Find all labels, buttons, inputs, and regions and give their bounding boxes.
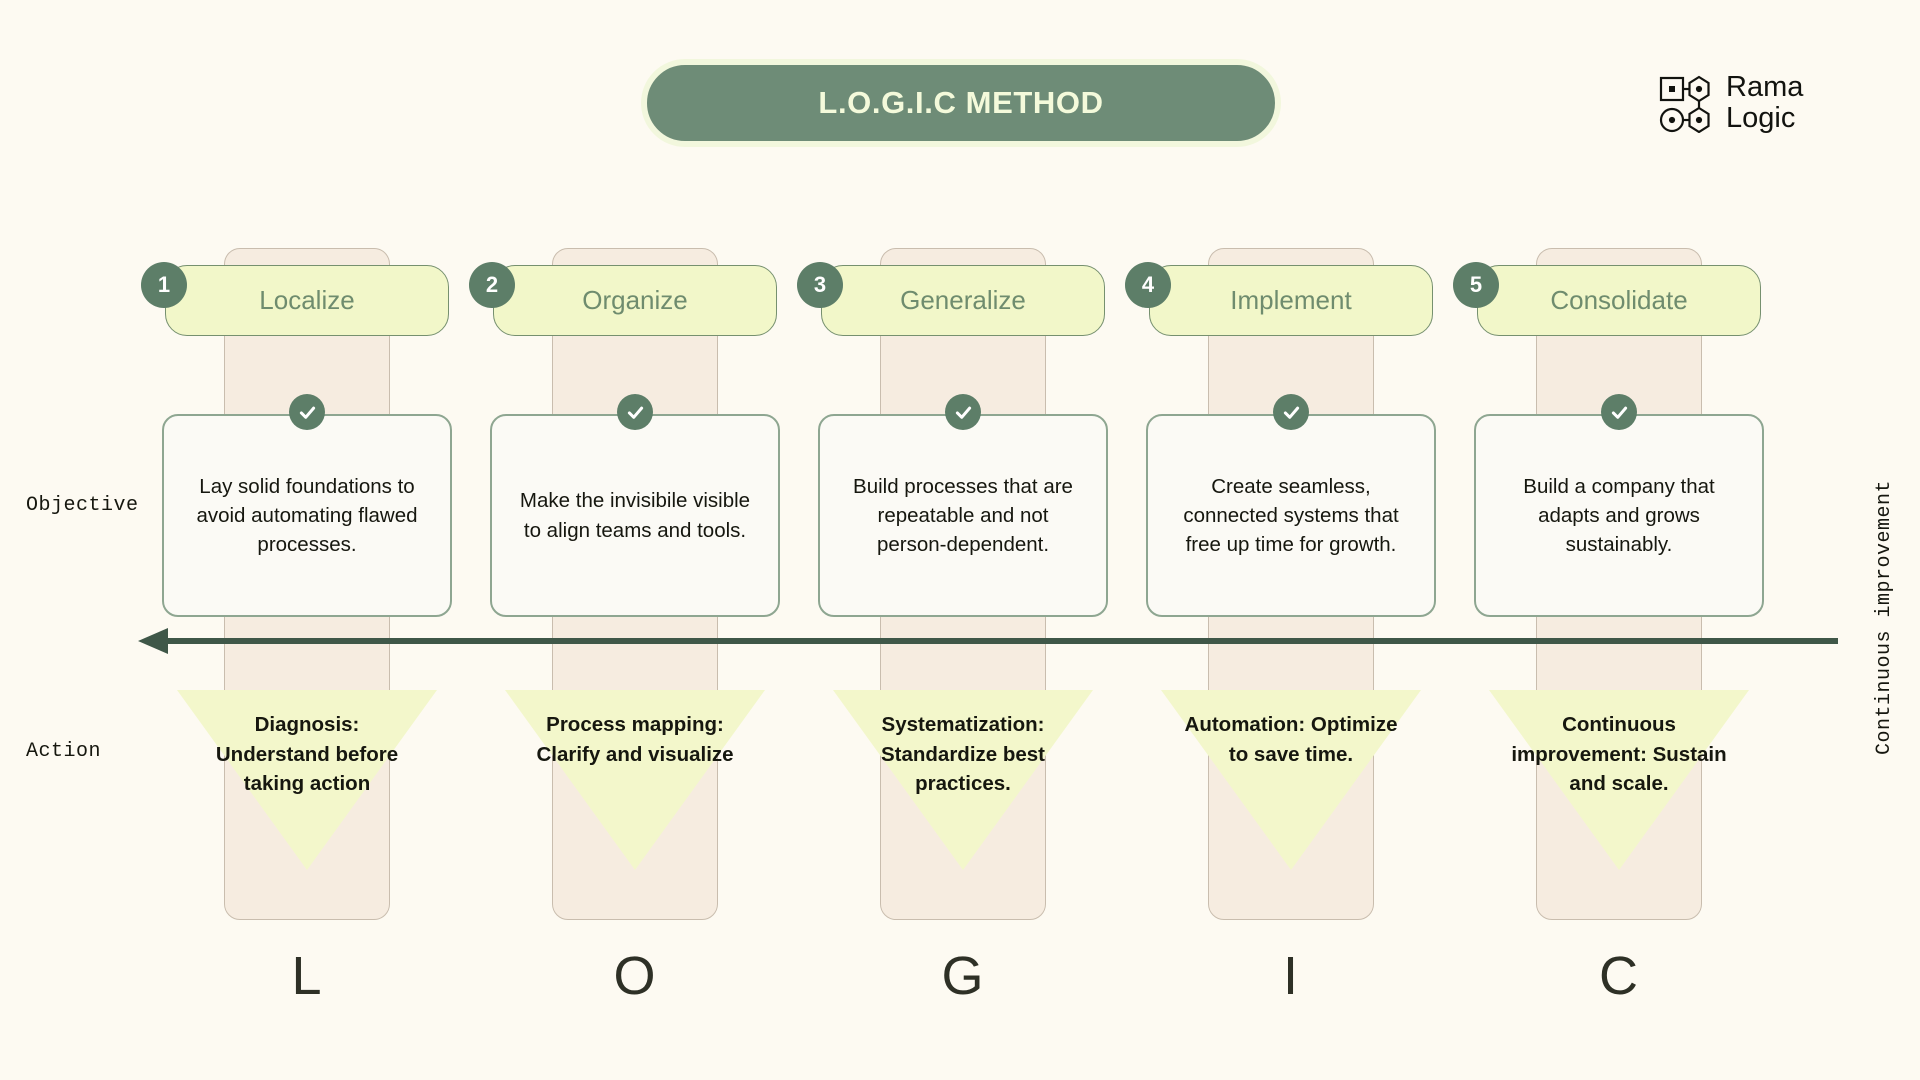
step-label: Implement <box>1230 285 1352 315</box>
brand-logo: Rama Logic <box>1658 71 1804 135</box>
objective-card-4: Create seamless, connected systems that … <box>1146 414 1436 617</box>
check-icon <box>1611 406 1627 419</box>
action-funnel <box>1489 690 1749 870</box>
action-text-5: Continuous improvement: Sustain and scal… <box>1509 710 1729 799</box>
step-label: Consolidate <box>1550 285 1688 315</box>
action-label: Automation: Optimize to save time. <box>1184 713 1398 766</box>
objective-card-1: Lay solid foundations to avoid automatin… <box>162 414 452 617</box>
check-badge-5 <box>1601 394 1637 430</box>
step-label: Organize <box>582 285 688 315</box>
step-number-badge-5: 5 <box>1453 262 1499 308</box>
step-pill-2[interactable]: Organize <box>493 265 777 336</box>
step-number-badge-4: 4 <box>1125 262 1171 308</box>
objective-text: Build a company that adapts and grows su… <box>1523 474 1715 557</box>
brand-name-line1: Rama <box>1726 71 1804 103</box>
continuous-improvement-label: Continuous improvement <box>1873 480 1896 756</box>
step-pill-4[interactable]: Implement <box>1149 265 1433 336</box>
action-label: Continuous improvement: Sustain and scal… <box>1511 713 1727 796</box>
check-icon <box>299 406 315 419</box>
check-badge-4 <box>1273 394 1309 430</box>
continuous-improvement-arrow <box>138 628 1838 654</box>
check-badge-1 <box>289 394 325 430</box>
action-text-4: Automation: Optimize to save time. <box>1181 710 1401 769</box>
page-title: L.O.G.I.C METHOD <box>641 59 1281 147</box>
objective-text: Create seamless, connected systems that … <box>1183 474 1399 557</box>
action-label: Process mapping: Clarify and visualize <box>536 713 734 766</box>
action-funnel <box>1161 690 1421 870</box>
objective-card-5: Build a company that adapts and grows su… <box>1474 414 1764 617</box>
acronym-letter-4: I <box>1282 946 1299 1006</box>
action-text-3: Systematization: Standardize best practi… <box>853 710 1073 799</box>
objective-text: Lay solid foundations to avoid automatin… <box>196 474 418 557</box>
objective-card-3: Build processes that are repeatable and … <box>818 414 1108 617</box>
step-label: Localize <box>259 285 355 315</box>
brand-name-line2: Logic <box>1726 102 1796 135</box>
action-funnel <box>833 690 1093 870</box>
acronym-letter-3: G <box>941 946 985 1006</box>
check-icon <box>955 406 971 419</box>
action-funnel <box>177 690 437 870</box>
action-funnel <box>505 690 765 870</box>
step-pill-1[interactable]: Localize <box>165 265 449 336</box>
step-label: Generalize <box>900 285 1026 315</box>
row-label-action: Action <box>26 740 102 763</box>
step-number-badge-3: 3 <box>797 262 843 308</box>
row-label-objective: Objective <box>26 494 139 517</box>
check-badge-2 <box>617 394 653 430</box>
acronym-letter-2: O <box>613 946 657 1006</box>
node-graph-icon <box>1659 75 1710 134</box>
step-number-badge-1: 1 <box>141 262 187 308</box>
check-icon <box>627 406 643 419</box>
check-icon <box>1283 406 1299 419</box>
step-number-badge-2: 2 <box>469 262 515 308</box>
action-label: Diagnosis: Understand before taking acti… <box>215 713 399 796</box>
objective-text: Build processes that are repeatable and … <box>853 474 1073 557</box>
objective-text: Make the invisibile visible to align tea… <box>519 489 751 542</box>
action-text-2: Process mapping: Clarify and visualize <box>525 710 745 769</box>
acronym-letter-1: L <box>291 946 323 1006</box>
action-text-1: Diagnosis: Understand before taking acti… <box>197 710 417 799</box>
step-pill-3[interactable]: Generalize <box>821 265 1105 336</box>
brand-name: Rama Logic <box>1726 71 1804 135</box>
step-pill-5[interactable]: Consolidate <box>1477 265 1761 336</box>
action-label: Systematization: Standardize best practi… <box>880 713 1046 796</box>
acronym-letter-5: C <box>1599 946 1639 1006</box>
check-badge-3 <box>945 394 981 430</box>
objective-card-2: Make the invisibile visible to align tea… <box>490 414 780 617</box>
